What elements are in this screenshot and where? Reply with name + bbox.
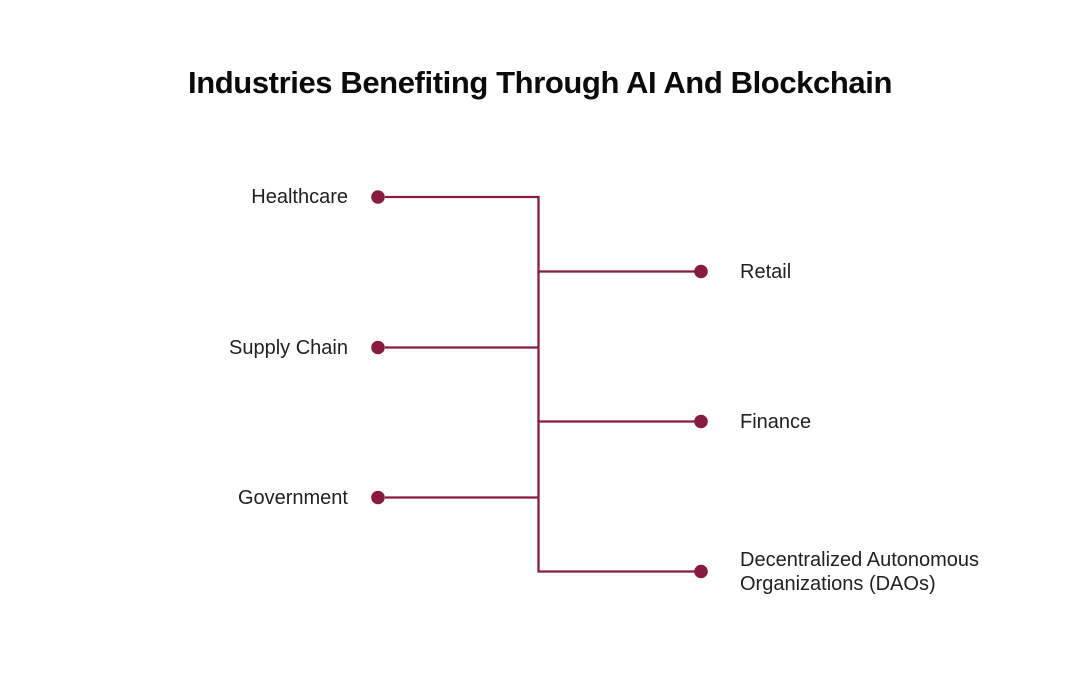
finance-node-dot: [694, 414, 708, 429]
page-title: Industries Benefiting Through AI And Blo…: [188, 65, 892, 100]
government-node-dot: [371, 490, 385, 505]
supply-chain-node-dot: [371, 340, 385, 355]
healthcare-label: Healthcare: [251, 186, 348, 208]
finance-label: Finance: [740, 411, 812, 433]
trunk-connector-line: [385, 195, 696, 573]
retail-node-dot: [694, 264, 708, 279]
government-label: Government: [237, 487, 348, 509]
retail-label: Retail: [740, 261, 792, 283]
daos-node-dot: [694, 564, 708, 579]
healthcare-node-dot: [371, 190, 385, 204]
daos-label: Decentralized Autonomous Organizations (…: [740, 549, 980, 595]
supply-chain-label: Supply Chain: [229, 337, 348, 359]
